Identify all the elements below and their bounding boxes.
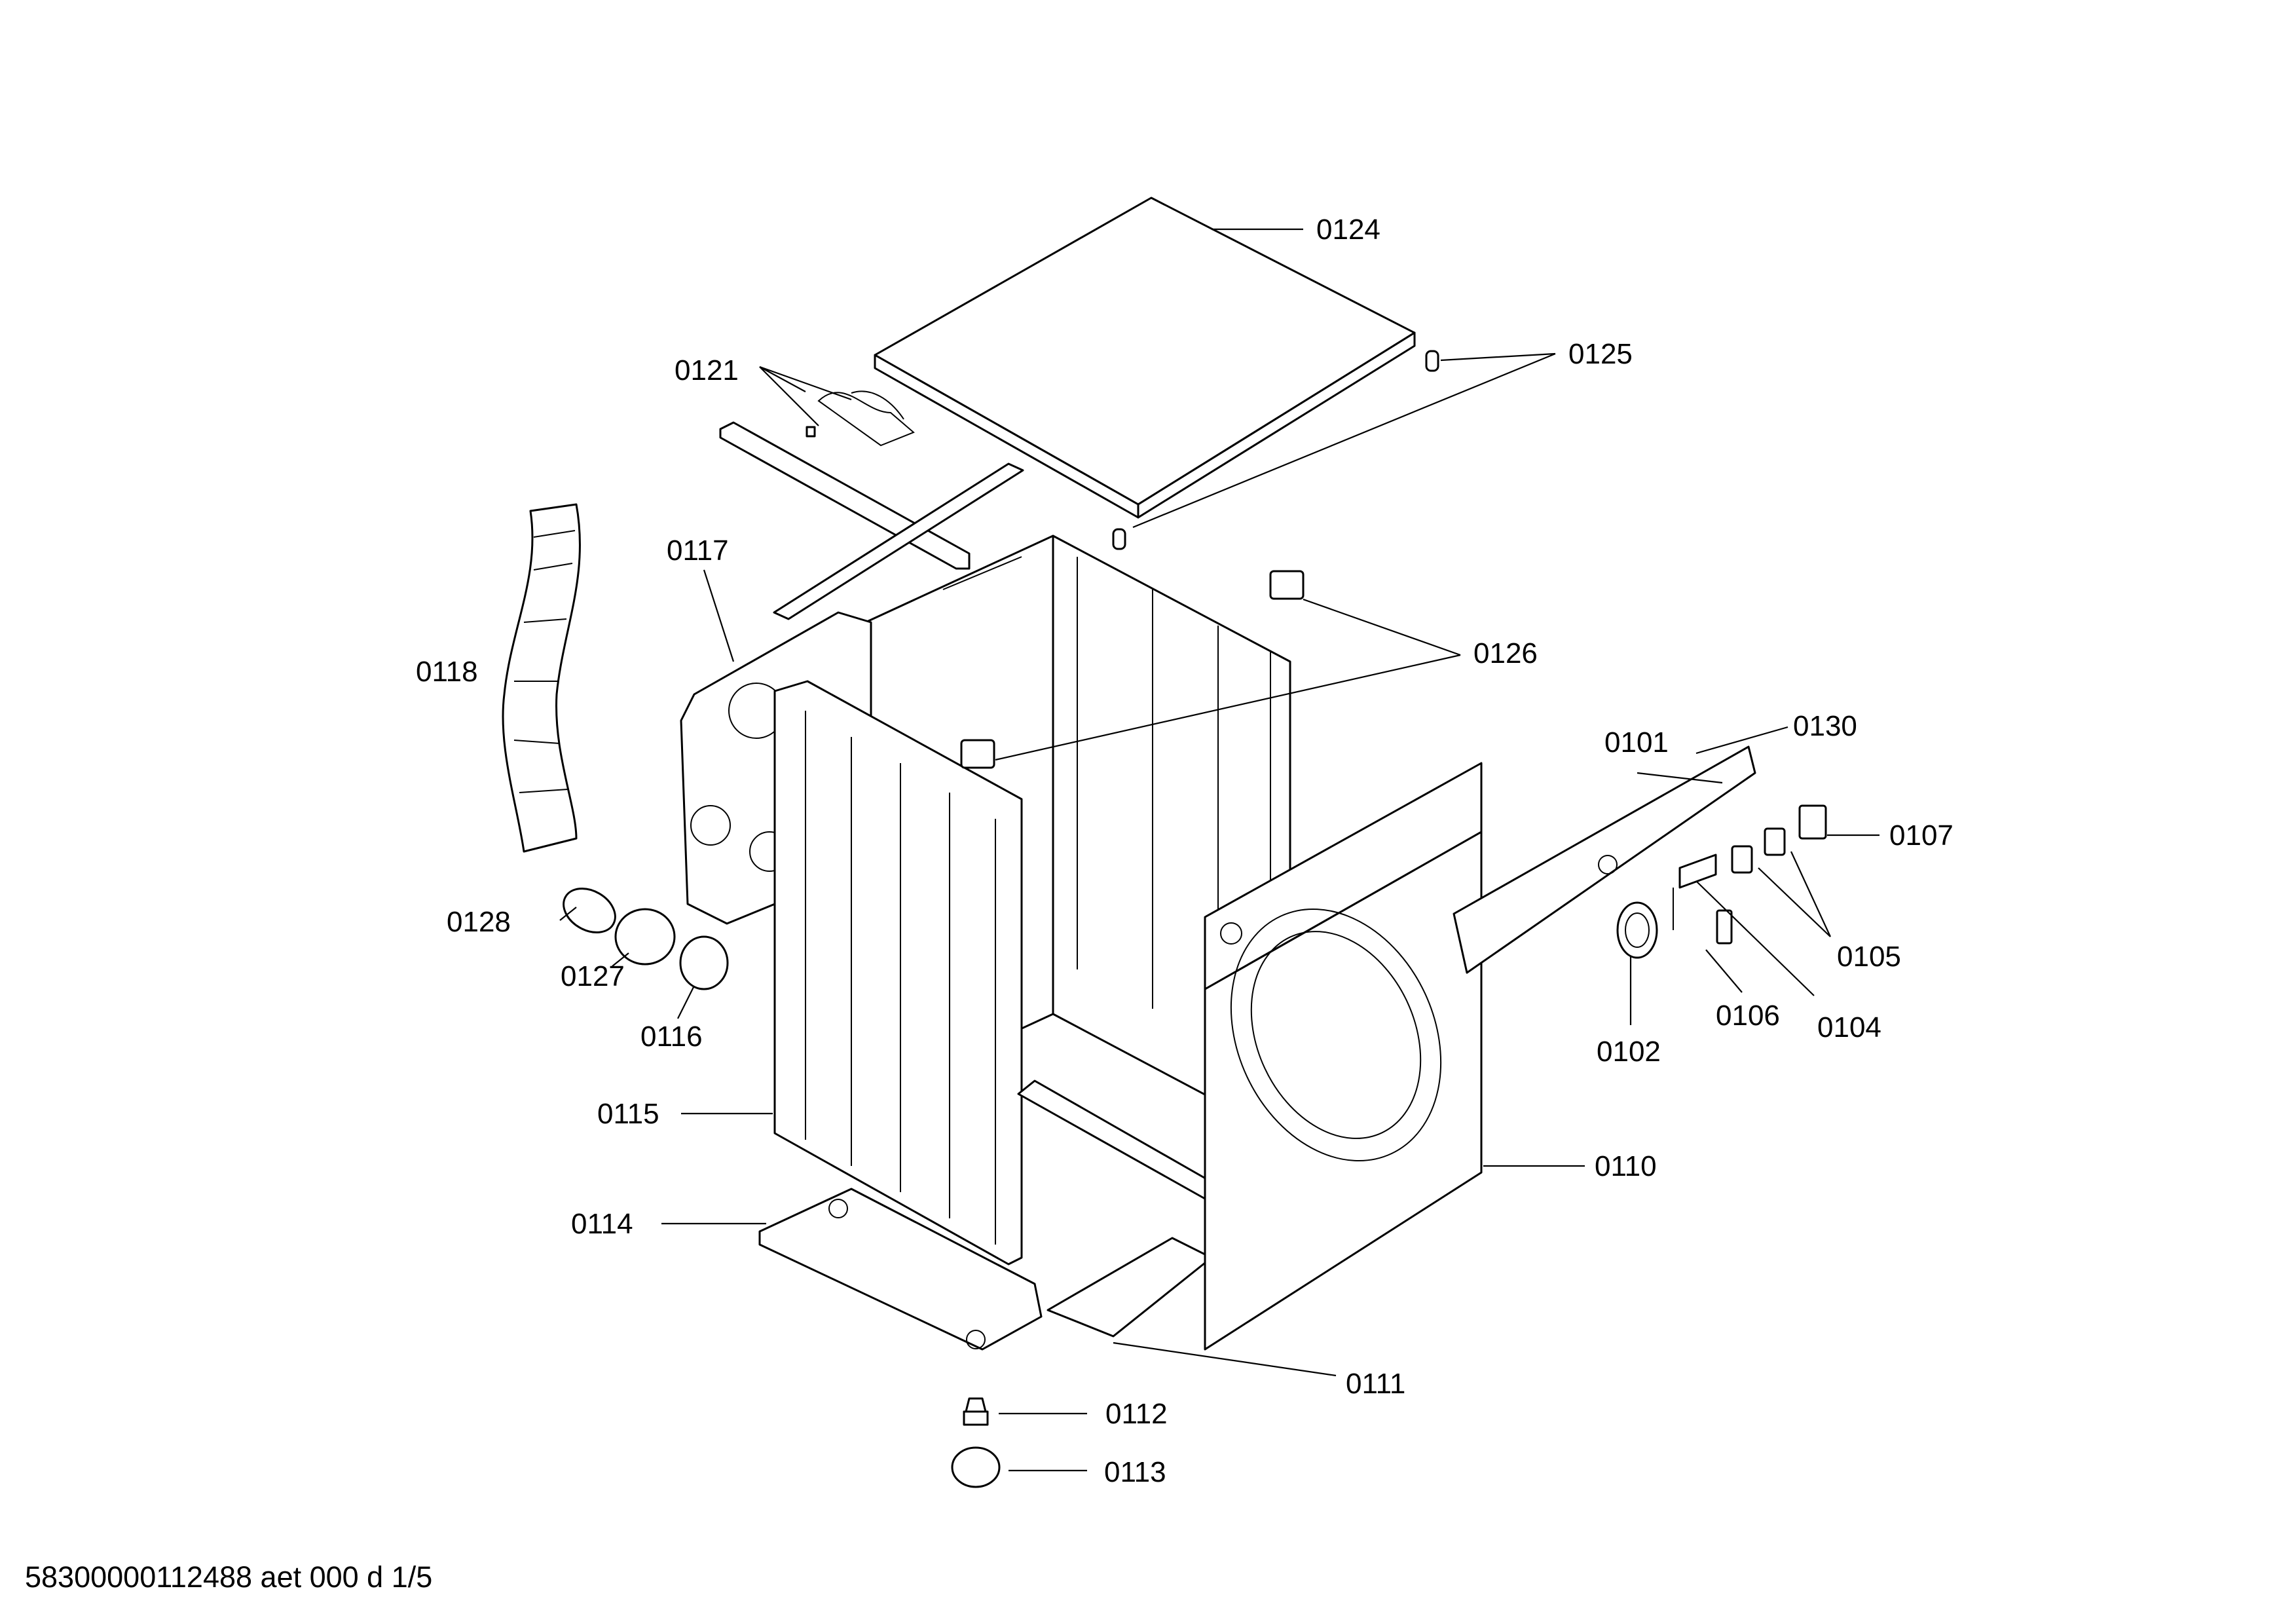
- label-0104: 0104: [1817, 1011, 1881, 1043]
- feet-parts: [951, 1397, 1001, 1488]
- label-0101: 0101: [1604, 726, 1669, 759]
- side-panel-part: [773, 680, 1023, 1266]
- leader-lines: [559, 228, 1879, 1472]
- label-0124: 0124: [1316, 214, 1380, 246]
- hose-fittings-part: [563, 888, 729, 990]
- base-plate-part: [758, 1079, 1219, 1351]
- control-panel-part: [1453, 745, 1756, 974]
- label-0105: 0105: [1837, 941, 1901, 973]
- label-0130: 0130: [1793, 710, 1857, 742]
- drawing-reference: 58300000112488 aet 000 d 1/5: [25, 1560, 433, 1594]
- label-0125: 0125: [1568, 338, 1633, 370]
- top-rail-part: [719, 390, 1024, 620]
- label-0127: 0127: [561, 960, 625, 992]
- label-0121: 0121: [675, 354, 739, 386]
- label-0117: 0117: [667, 535, 729, 567]
- switch-parts: [1673, 804, 1827, 945]
- label-0112: 0112: [1105, 1398, 1168, 1430]
- label-0102: 0102: [1597, 1036, 1661, 1068]
- label-0111: 0111: [1346, 1368, 1405, 1400]
- label-0128: 0128: [447, 906, 511, 938]
- label-0110: 0110: [1595, 1150, 1657, 1182]
- top-cover-part: [874, 197, 1416, 519]
- exhaust-hose-part: [502, 503, 581, 853]
- cover-clip-part: [1112, 350, 1439, 550]
- front-panel-part: [1204, 762, 1483, 1351]
- part-labels: 0124 0121 0125 0117 0118 0126 0101 0130 …: [416, 214, 1953, 1488]
- label-0116: 0116: [640, 1021, 703, 1053]
- label-0107: 0107: [1889, 819, 1953, 852]
- label-0113: 0113: [1104, 1456, 1166, 1488]
- label-0118: 0118: [416, 656, 478, 688]
- label-0126: 0126: [1473, 637, 1538, 669]
- knob-part: [1616, 901, 1658, 959]
- label-0115: 0115: [597, 1098, 659, 1130]
- label-0106: 0106: [1716, 1000, 1780, 1032]
- transformer-part: [960, 570, 1305, 769]
- label-0114: 0114: [571, 1208, 633, 1240]
